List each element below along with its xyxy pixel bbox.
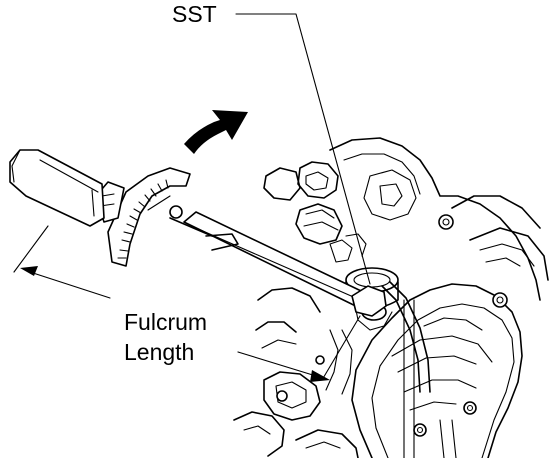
engine-assembly	[233, 137, 549, 458]
torque-wrench	[9, 149, 387, 317]
fulcrum-length-dimension	[13, 225, 361, 382]
sst-label: SST	[172, 1, 217, 27]
sst-leader	[235, 13, 371, 285]
sst-tool	[345, 267, 431, 393]
fulcrum-label-line2: Length	[124, 339, 194, 365]
fulcrum-label-line1: Fulcrum	[124, 309, 207, 335]
wrench-grip	[9, 149, 105, 227]
double-arrow-icon	[20, 266, 38, 276]
curved-arrow-icon	[184, 110, 248, 154]
